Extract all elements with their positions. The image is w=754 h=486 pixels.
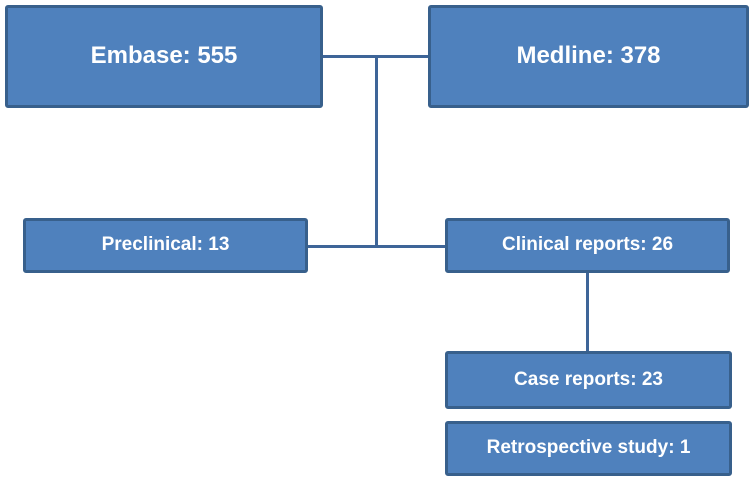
- node-retrospective-study: Retrospective study: 1: [445, 421, 732, 476]
- connector-preclinical-clinical: [306, 245, 445, 248]
- node-clinical-reports-label: Clinical reports: 26: [501, 234, 674, 256]
- node-case-reports: Case reports: 23: [445, 351, 732, 409]
- node-retrospective-study-label: Retrospective study: 1: [486, 437, 691, 459]
- connector-center-vertical: [375, 55, 378, 248]
- node-case-reports-label: Case reports: 23: [514, 368, 663, 390]
- node-embase-label: Embase: 555: [90, 42, 238, 70]
- node-preclinical: Preclinical: 13: [23, 218, 308, 273]
- node-preclinical-label: Preclinical: 13: [101, 234, 230, 256]
- node-clinical-reports: Clinical reports: 26: [445, 218, 730, 273]
- node-medline: Medline: 378: [428, 5, 749, 108]
- node-medline-label: Medline: 378: [516, 42, 661, 70]
- node-embase: Embase: 555: [5, 5, 323, 108]
- connector-clinical-casereports: [586, 272, 589, 352]
